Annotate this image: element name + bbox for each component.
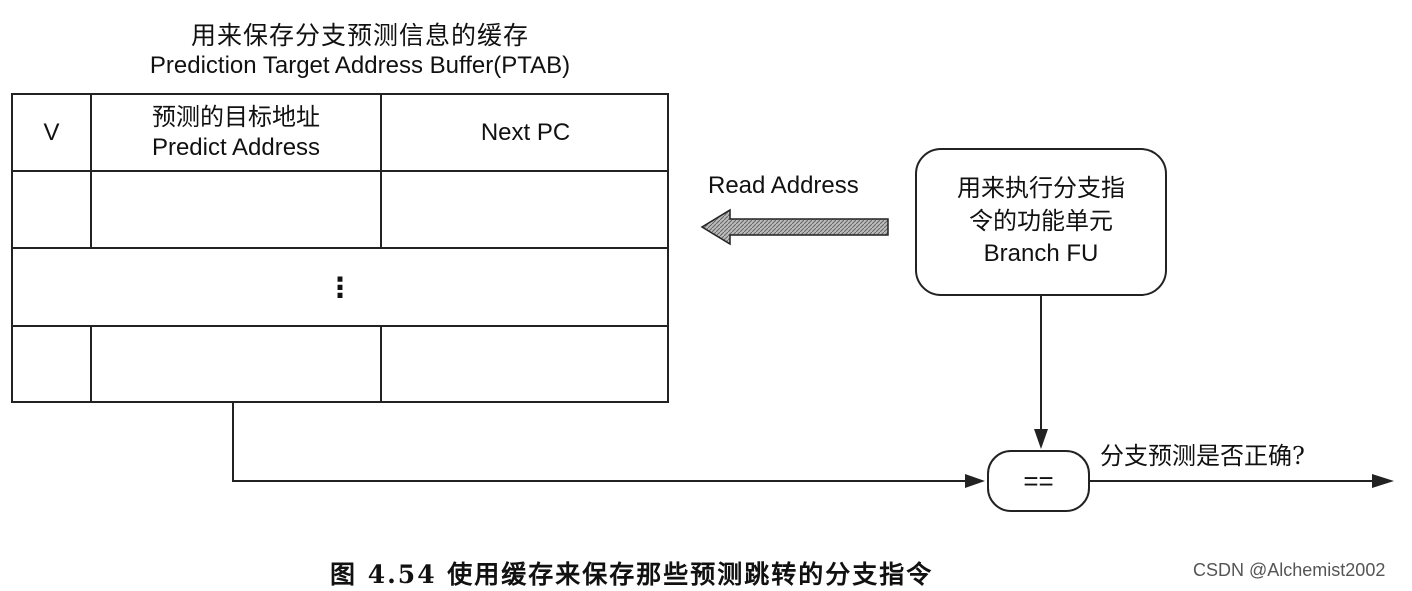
ptab-title-cn: 用来保存分支预测信息的缓存	[190, 21, 529, 50]
ptab-table: V 预测的目标地址 Predict Address Next PC ⋮	[11, 93, 669, 403]
header-predict-cn: 预测的目标地址	[152, 103, 320, 131]
output-arrowhead	[1372, 474, 1394, 488]
watermark: CSDN @Alchemist2002	[1193, 560, 1386, 580]
ptab-header-row: V 预测的目标地址 Predict Address Next PC	[13, 95, 667, 172]
header-next-pc: Next PC	[480, 118, 571, 146]
header-predict-address: 预测的目标地址 Predict Address	[92, 95, 382, 170]
read-address-arrow	[700, 208, 889, 246]
ptab-row-last	[13, 327, 667, 401]
comparator: ==	[987, 450, 1090, 512]
ptab-cell	[13, 172, 92, 247]
read-address-label: Read Address	[708, 172, 859, 199]
ptab-cell	[13, 327, 92, 401]
branch-fu-box: 用来执行分支指 令的功能单元 Branch FU	[915, 148, 1167, 296]
ptab-row-1	[13, 172, 667, 249]
branch-fu-line3: Branch FU	[983, 240, 1099, 268]
result-label: 分支预测是否正确?	[1100, 442, 1305, 470]
ellipsis: ⋮	[326, 271, 354, 303]
ptab-cell	[92, 172, 382, 247]
header-v: V	[13, 95, 92, 170]
ptab-to-comparator-line	[232, 403, 970, 482]
header-predict-en: Predict Address	[151, 133, 321, 161]
figure-caption: 图 4.54 使用缓存来保存那些预测跳转的分支指令	[330, 560, 934, 589]
ptab-title-en: Prediction Target Address Buffer(PTAB)	[149, 52, 571, 79]
fu-to-comparator-arrowhead	[1034, 429, 1048, 449]
branch-fu-line2: 令的功能单元	[969, 207, 1113, 235]
branch-fu-line1: 用来执行分支指	[957, 175, 1125, 203]
ptab-cell	[92, 327, 382, 401]
ptab-ellipsis-row: ⋮	[13, 249, 667, 327]
ptab-to-comparator-arrowhead	[965, 474, 985, 488]
